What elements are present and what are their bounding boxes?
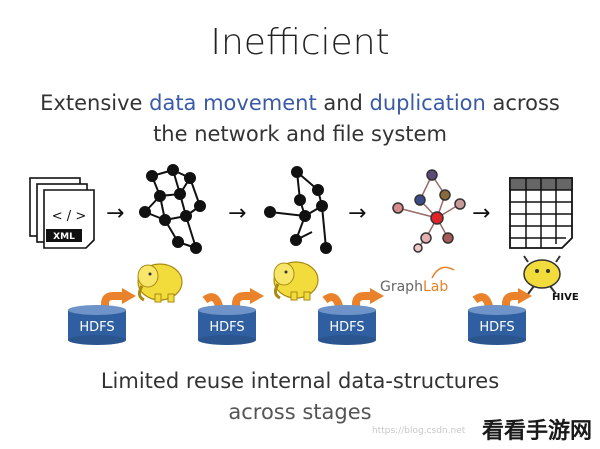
table-icon <box>509 177 573 249</box>
hive-logo: HIVE <box>523 255 579 303</box>
slide-footer: Limited reuse internal data-structures a… <box>20 366 580 428</box>
xml-label: XML <box>53 232 75 242</box>
hdfs-label: HDFS <box>209 320 244 335</box>
hadoop-elephant-icon <box>273 261 319 301</box>
xml-document-icon: < / > XML <box>29 177 95 249</box>
slide-title: Inefficient <box>210 22 390 63</box>
hdfs-stage-4: HDFS <box>468 288 532 345</box>
hdfs-stage-1: HDFS <box>68 288 136 345</box>
arrow-icon: → <box>348 201 366 226</box>
graph-icon-tree <box>264 166 332 254</box>
hive-label: HIVE <box>552 292 579 303</box>
hdfs-label: HDFS <box>79 320 114 335</box>
graphlab-graph-text: Graph <box>380 279 423 295</box>
watermark-url: https://blog.csdn.net <box>372 426 466 436</box>
hadoop-elephant-icon <box>137 263 183 303</box>
arrow-icon: → <box>106 201 124 226</box>
graph-icon-dense <box>139 164 206 254</box>
svg-text:GraphLab: GraphLab <box>380 279 448 295</box>
subtitle-text: Extensive <box>40 91 150 115</box>
footer-line2: across stages <box>228 400 372 424</box>
hdfs-label: HDFS <box>329 320 364 335</box>
graphlab-logo: GraphLab <box>380 266 455 295</box>
subtitle-line2: the network and file system <box>153 122 447 146</box>
watermark-logo: 看看手游网 <box>481 419 592 444</box>
graph-icon-colored <box>392 169 466 253</box>
hdfs-label: HDFS <box>479 320 514 335</box>
subtitle-text: across <box>485 91 560 115</box>
hdfs-stage-3: HDFS <box>318 288 384 345</box>
highlight-duplication: duplication <box>369 91 486 115</box>
hdfs-stage-2: HDFS <box>198 288 264 345</box>
subtitle-text: and <box>316 91 370 115</box>
footer-line1: Limited reuse internal data-structures <box>100 369 500 393</box>
graphlab-lab-text: Lab <box>423 279 448 295</box>
highlight-data-movement: data movement <box>149 91 317 115</box>
slide-subtitle: Extensive data movement and duplication … <box>20 88 580 150</box>
code-glyph: < / > <box>52 209 86 224</box>
arrow-icon: → <box>228 201 246 226</box>
arrow-icon: → <box>472 201 490 226</box>
